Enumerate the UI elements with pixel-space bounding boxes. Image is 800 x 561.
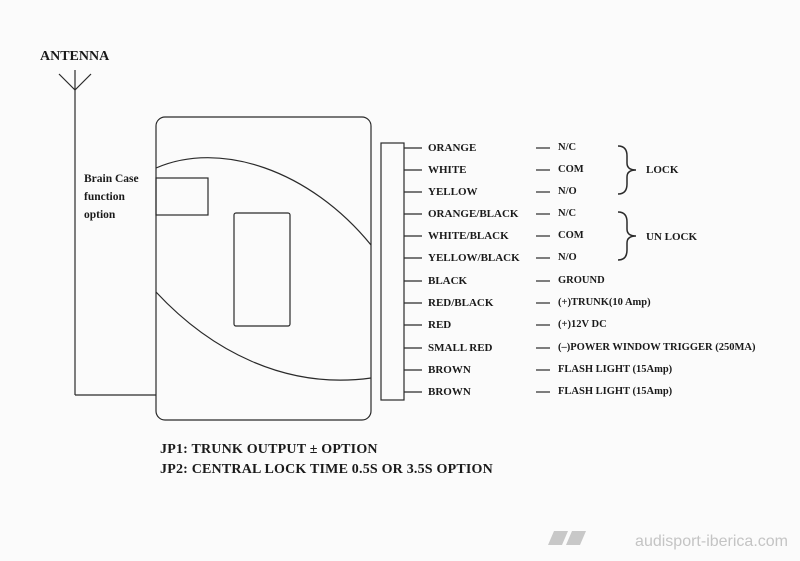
wire-function: N/C <box>558 142 577 153</box>
wire-name: WHITE <box>428 164 467 176</box>
wire-function: FLASH LIGHT (15Amp) <box>558 364 673 375</box>
wire-function: FLASH LIGHT (15Amp) <box>558 386 673 397</box>
wire-connector <box>380 142 405 401</box>
wire-name: RED <box>428 319 452 331</box>
brain-case-label-1: Brain Case <box>84 173 139 185</box>
wire-function: (+)12V DC <box>558 319 607 330</box>
wire-function: COM <box>558 164 584 175</box>
unlock-group-label: UN LOCK <box>646 231 698 243</box>
lock-group-label: LOCK <box>646 164 679 176</box>
center-module <box>233 212 291 327</box>
wire-function: N/O <box>558 252 577 263</box>
antenna-whip-left <box>58 73 76 91</box>
box-curve-top <box>155 157 372 246</box>
wire-name: SMALL RED <box>428 342 493 354</box>
wire-name: BROWN <box>428 386 471 398</box>
wire-name: WHITE/BLACK <box>428 230 509 242</box>
wire-function: COM <box>558 230 584 241</box>
wire-function: N/C <box>558 208 577 219</box>
wire-function: GROUND <box>558 275 605 286</box>
watermark-logo-icon <box>548 531 586 545</box>
wire-name: YELLOW <box>428 186 478 198</box>
wire-name: BLACK <box>428 275 468 287</box>
wire-name: ORANGE/BLACK <box>428 208 519 220</box>
jp2-note: JP2: CENTRAL LOCK TIME 0.5S OR 3.5S OPTI… <box>160 462 493 477</box>
lock-brace <box>617 145 637 195</box>
jp1-note: JP1: TRUNK OUTPUT ± OPTION <box>160 442 378 457</box>
wire-function: (–)POWER WINDOW TRIGGER (250MA) <box>558 342 756 353</box>
control-unit-box <box>155 116 372 421</box>
wire-name: RED/BLACK <box>428 297 494 309</box>
wire-name: BROWN <box>428 364 471 376</box>
brain-case-label-3: option <box>84 209 116 221</box>
antenna-whip-right <box>74 73 92 91</box>
wire-name: YELLOW/BLACK <box>428 252 520 264</box>
wire-function: (+)TRUNK(10 Amp) <box>558 297 651 308</box>
box-curve-bottom <box>155 291 372 381</box>
wire-function: N/O <box>558 186 577 197</box>
brain-case-module <box>155 177 209 216</box>
wire-name: ORANGE <box>428 142 477 154</box>
antenna-label: ANTENNA <box>40 49 110 64</box>
watermark-text: audisport-iberica.com <box>635 533 788 550</box>
brain-case-label-2: function <box>84 191 125 203</box>
unlock-brace <box>617 211 637 261</box>
